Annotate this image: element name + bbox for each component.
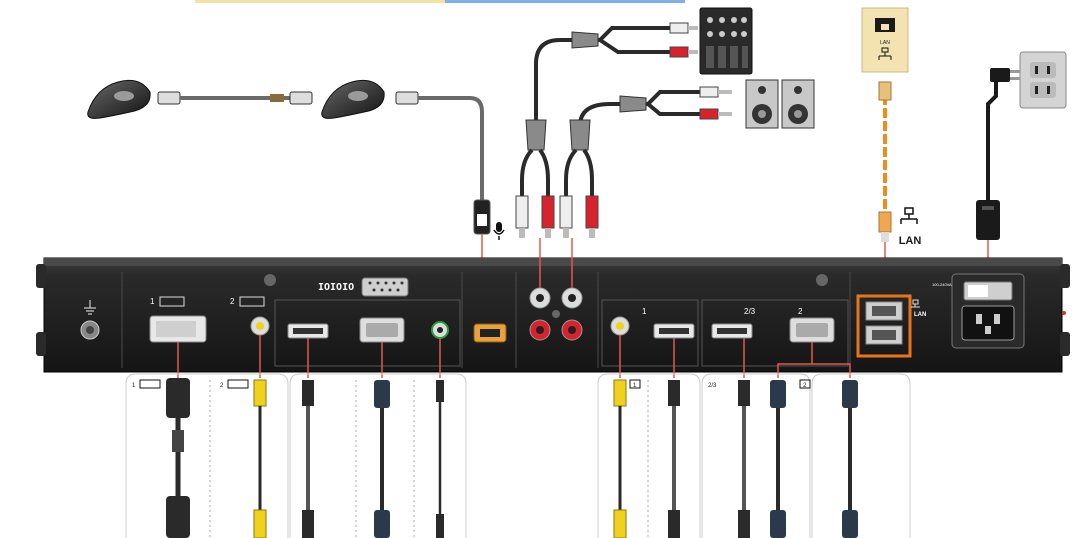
cable-box-right-2: [701, 373, 811, 538]
microphone-icon: [493, 222, 505, 240]
pod-connector-right: [395, 91, 419, 105]
cable-out-1-label: 1: [633, 383, 637, 389]
cable-box-right-1: [597, 373, 701, 538]
power-cable: [986, 82, 998, 200]
cable-video-2-label: 2: [220, 383, 224, 389]
network-icon: [900, 207, 918, 224]
microphone-pod-left: [87, 79, 151, 119]
vga-in-cable-plug-bottom: [374, 510, 390, 538]
composite-cable-plug-top: [253, 379, 267, 407]
hdmi-out-23-cable-plug-bottom: [738, 510, 750, 538]
hdmi-in-cable-plug-top: [302, 380, 314, 406]
audio-line-input-port[interactable]: [431, 321, 449, 339]
audio-in-cable-white: [520, 148, 534, 196]
speaker-left: [745, 79, 779, 129]
microphone-pod-right: [321, 79, 385, 119]
audio-jack-cable-plug-bottom: [436, 514, 444, 538]
hdmi-out-1-cable-plug-top: [668, 380, 680, 406]
audio-in-cable-red: [538, 148, 550, 196]
audio-out-cable-red: [582, 148, 594, 196]
ground-terminal[interactable]: [80, 300, 100, 340]
composite-out-cable-plug-bottom: [613, 509, 627, 538]
vga-out-cable-b-plug-bottom: [842, 510, 858, 538]
pod-connector-left: [157, 91, 181, 105]
wall-lan-jack: LAN: [861, 7, 909, 73]
hdmi-in-cable-plug-bottom: [302, 510, 314, 538]
pod-connector-mid: [289, 91, 313, 105]
composite-output-port[interactable]: [610, 316, 630, 336]
top-bar-yellow: [195, 0, 445, 3]
vga-out-cable-b-plug-top: [842, 380, 858, 408]
composite-cable-plug-bottom: [253, 509, 267, 538]
serial-port-label: IOIOIO: [318, 282, 354, 293]
cable-box-left: [125, 373, 289, 538]
lan-port-highlight: [856, 294, 912, 358]
cable-video-1-label: 1: [132, 383, 136, 389]
audio-mixer-icon: [699, 7, 753, 75]
speaker-cable-red: [646, 102, 700, 116]
hdmi-out-23-cable-plug-top: [738, 380, 750, 406]
wall-power-outlet-icon: [1019, 51, 1067, 109]
audio-jack-cable-plug-top: [436, 380, 444, 402]
lan-jack-label: LAN: [880, 40, 890, 46]
wall-power-outlet: [1019, 51, 1067, 109]
network-icon: [878, 47, 892, 60]
composite-out-cable-plug-top: [613, 379, 627, 407]
composite-input-2-port[interactable]: [250, 316, 270, 336]
power-socket[interactable]: [961, 305, 1015, 341]
edge-indicator: [1062, 311, 1066, 315]
vga-out-cable-a-plug-bottom: [770, 510, 786, 538]
hdmi-out-1-cable-plug-bottom: [668, 510, 680, 538]
serial-port[interactable]: [361, 277, 409, 297]
video-in-1-label: 1: [150, 297, 155, 306]
lan-side-label: LAN: [899, 235, 922, 247]
dvi-cable-head-top: [166, 378, 190, 418]
audio-out-cable-white: [564, 148, 578, 196]
vga-out-2-label: 2: [798, 307, 803, 316]
microphone-cable: [418, 96, 484, 200]
cable-out-23-label: 2/3: [708, 383, 717, 389]
hdmi-out-1-label: 1: [642, 307, 647, 316]
speaker-right: [781, 79, 815, 129]
dvi-cable-head-bottom: [166, 496, 190, 538]
cable-out-2-label: 2: [803, 383, 807, 389]
ground-icon: [84, 300, 96, 315]
lan-port-label: LAN: [914, 312, 926, 318]
power-plug-icon: [990, 68, 1020, 82]
hdmi-out-23-label: 2/3: [744, 307, 756, 316]
audio-rca-ports[interactable]: [529, 287, 583, 341]
mixer-cable-red: [598, 38, 670, 54]
vga-in-cable-plug-top: [374, 380, 390, 408]
cable-box-right-3: [811, 373, 911, 538]
video-in-2-label: 2: [230, 297, 235, 306]
top-bar-blue: [445, 0, 685, 3]
vga-out-cable-a-plug-top: [770, 380, 786, 408]
cable-box-left-2: [289, 373, 467, 538]
pod-link-joint: [270, 94, 284, 102]
network-icon: [911, 299, 920, 308]
